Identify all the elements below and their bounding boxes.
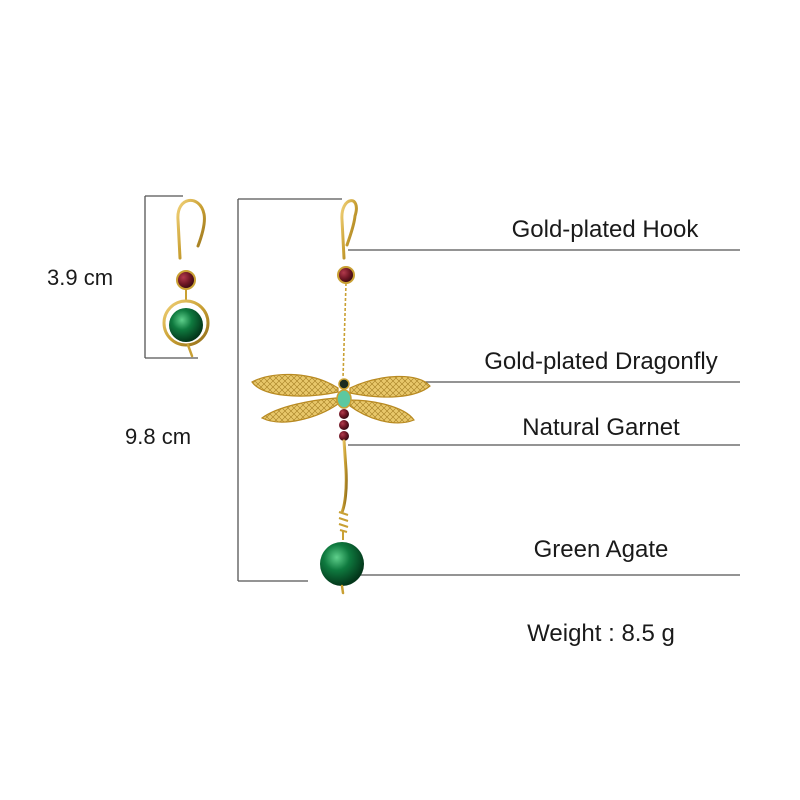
long-earring-dimension-bracket <box>237 198 342 582</box>
long-earring-height-label: 9.8 cm <box>125 424 191 449</box>
dragonfly-head <box>338 378 350 390</box>
long-earring-illustration <box>251 199 431 595</box>
long-earring-agate-bead <box>320 542 364 586</box>
long-earring-wire-wrap <box>338 511 349 533</box>
dragonfly-tail <box>340 439 348 514</box>
small-earring-hook <box>176 198 206 260</box>
long-earring-hook <box>340 199 358 260</box>
long-earring-chain <box>342 282 347 379</box>
small-earring-gold-ring <box>162 299 210 347</box>
callout-natural-garnet: Natural Garnet <box>522 414 680 441</box>
dragonfly-lower-right-wing <box>349 399 415 424</box>
long-earring-top-garnet <box>337 266 355 284</box>
dragonfly-upper-left-wing <box>251 373 339 397</box>
callout-gold-plated-dragonfly: Gold-plated Dragonfly <box>484 348 717 375</box>
dragonfly-upper-right-wing <box>349 375 431 398</box>
small-earring-garnet-bead <box>176 270 196 290</box>
dragonfly-garnet-bead-2 <box>339 420 349 430</box>
small-earring-illustration <box>162 198 210 358</box>
callout-green-agate: Green Agate <box>534 536 669 563</box>
small-earring-height-label: 3.9 cm <box>47 265 113 290</box>
small-earring-agate-bead <box>169 308 203 342</box>
dragonfly-garnet-bead-3 <box>339 431 349 441</box>
dragonfly-garnet-bead-1 <box>339 409 349 419</box>
small-earring-dimension-bracket <box>144 195 198 359</box>
dragonfly-thorax-agate <box>336 389 352 409</box>
callout-lines <box>348 249 740 576</box>
weight-label: Weight : 8.5 g <box>527 620 675 647</box>
callout-gold-plated-hook: Gold-plated Hook <box>512 216 700 243</box>
dragonfly-pendant <box>251 373 431 514</box>
dragonfly-lower-left-wing <box>260 397 339 423</box>
